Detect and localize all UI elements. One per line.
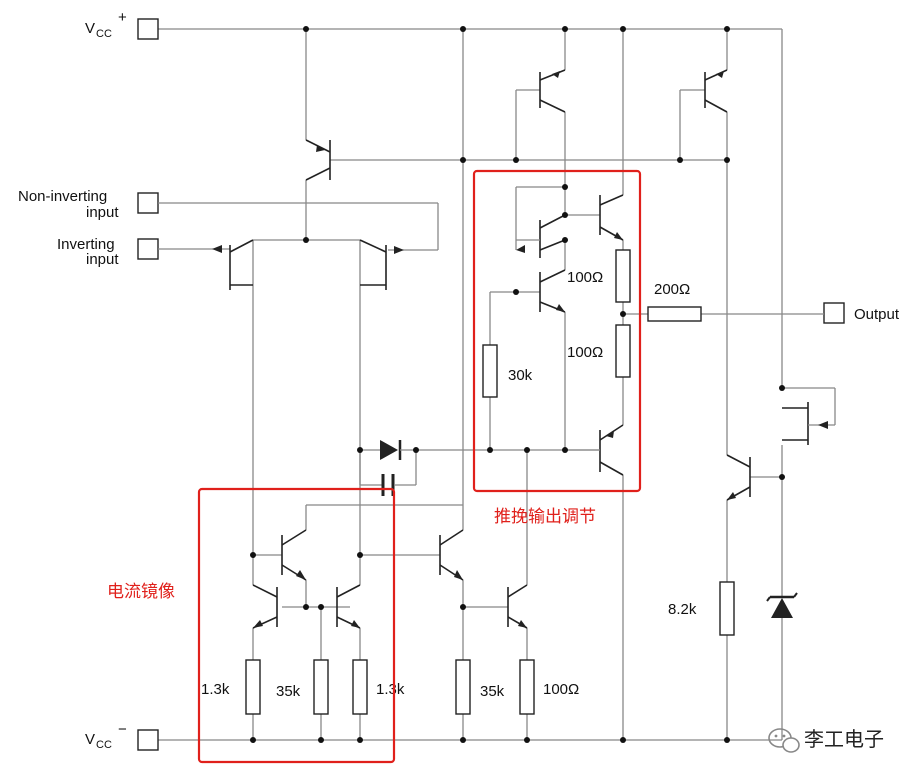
bias-npn — [726, 454, 751, 501]
output-pnp-lower — [565, 424, 624, 476]
vcc-plus-pin[interactable] — [137, 18, 159, 40]
vcc-minus-label: V — [85, 731, 95, 748]
junction-dots — [250, 26, 785, 743]
resistor-8-2k — [719, 581, 735, 636]
mirror-npn-top — [281, 529, 307, 581]
zener-diode — [766, 592, 798, 618]
input-pnp-transistor-left — [212, 239, 254, 290]
non-inverting-label-line2: input — [86, 204, 119, 221]
output-stage-wiring — [463, 29, 824, 740]
watermark-text: 李工电子 — [804, 727, 884, 751]
current-mirror-annotation: 电流镜像 — [107, 582, 175, 602]
resistor-100-top — [615, 249, 631, 303]
output-label: Output — [854, 306, 900, 323]
vcc-plus-subscript: CC — [96, 28, 112, 40]
inverting-input-pin[interactable] — [137, 238, 159, 260]
compensation-capacitor — [359, 450, 417, 496]
bias-diode — [360, 440, 600, 460]
label-35k-right: 35k — [480, 683, 505, 700]
output-pnp-upper-left — [539, 69, 566, 113]
label-100-top: 100Ω — [567, 269, 603, 286]
wechat-icon — [768, 728, 800, 753]
inverting-label-line2: input — [86, 251, 119, 268]
resistor-1-3k-left — [245, 659, 261, 715]
label-200: 200Ω — [654, 281, 690, 298]
resistor-100-lower — [519, 659, 535, 715]
label-30k: 30k — [508, 367, 533, 384]
resistor-100-bottom — [615, 324, 631, 378]
push-pull-output-highlight — [472, 169, 642, 493]
input-pnp-transistor-top — [305, 139, 331, 181]
resistor-35k-right — [455, 659, 471, 715]
bias-fet — [782, 402, 835, 445]
resistor-1-3k-right — [352, 659, 368, 715]
label-35k-left: 35k — [276, 683, 301, 700]
non-inverting-input-pin[interactable] — [137, 192, 159, 214]
inverting-label-line1: Inverting — [57, 236, 115, 253]
vcc-minus-subscript: CC — [96, 739, 112, 751]
resistor-35k-left — [313, 659, 329, 715]
label-1-3k-right: 1.3k — [376, 681, 405, 698]
vcc-minus-pin[interactable] — [137, 729, 159, 751]
current-mirror-highlight — [197, 487, 396, 764]
current-mirror-wiring — [252, 504, 463, 740]
label-100-bottom: 100Ω — [567, 344, 603, 361]
resistor-200 — [647, 306, 702, 322]
label-1-3k-left: 1.3k — [201, 681, 230, 698]
output-npn-upper — [599, 194, 624, 241]
mirror-npn-left — [252, 584, 278, 629]
label-8-2k: 8.2k — [668, 601, 697, 618]
vcc-minus-sign: − — [118, 721, 127, 738]
output-npn-driver-a — [516, 214, 566, 258]
bias-wiring — [679, 29, 836, 740]
push-pull-output-annotation: 推挽输出调节 — [494, 507, 596, 527]
non-inverting-label-line1: Non-inverting — [18, 188, 107, 205]
second-stage-wiring — [462, 29, 528, 740]
gain-npn-upper — [439, 529, 464, 581]
input-pnp-transistor-right — [359, 239, 404, 290]
bias-pnp-upper-right — [704, 69, 728, 113]
input-stage-wiring — [158, 29, 463, 555]
resistor-30k — [482, 344, 498, 398]
label-100-lower: 100Ω — [543, 681, 579, 698]
vcc-plus-sign: + — [118, 9, 127, 26]
vcc-plus-label: V — [85, 20, 95, 37]
output-npn-driver-b — [539, 269, 566, 313]
mirror-npn-right — [336, 584, 361, 629]
gain-npn-lower — [507, 584, 528, 629]
output-pin[interactable] — [823, 302, 845, 324]
